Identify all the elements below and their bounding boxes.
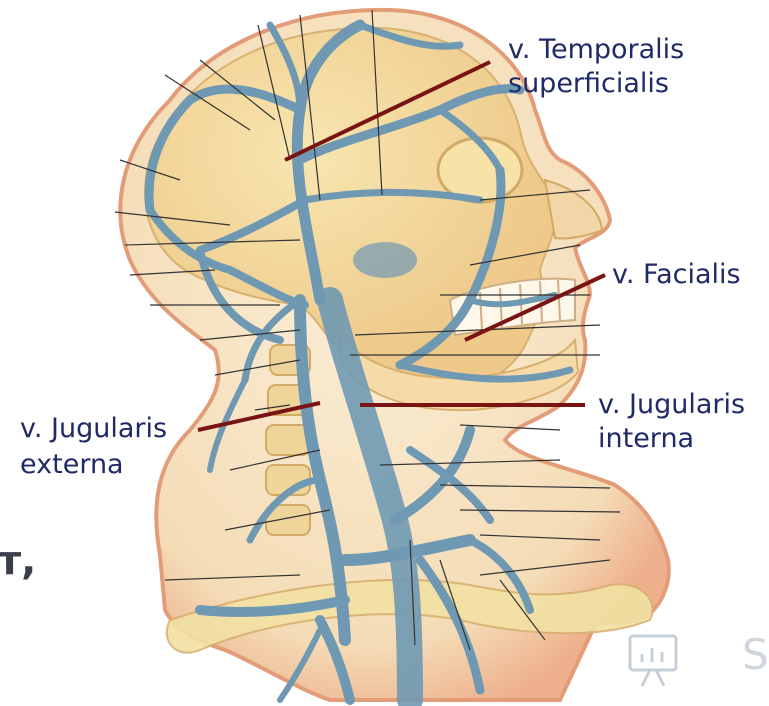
label-facialis: v. Facialis xyxy=(612,259,741,291)
label-jugularis-externa-line2: externa xyxy=(20,449,124,481)
cropped-slide-text: т, xyxy=(0,538,36,584)
label-jugularis-interna-line2: interna xyxy=(598,423,694,455)
presentation-chart-icon xyxy=(630,636,676,686)
label-jugularis-externa-line1: v. Jugularis xyxy=(20,413,167,445)
label-temporalis-line2: superficialis xyxy=(508,68,669,100)
label-temporalis-line1: v. Temporalis xyxy=(508,34,684,66)
label-jugularis-interna-line1: v. Jugularis xyxy=(598,389,745,421)
zygomatic-foramen xyxy=(353,242,417,278)
watermark-letter: S xyxy=(742,630,769,679)
